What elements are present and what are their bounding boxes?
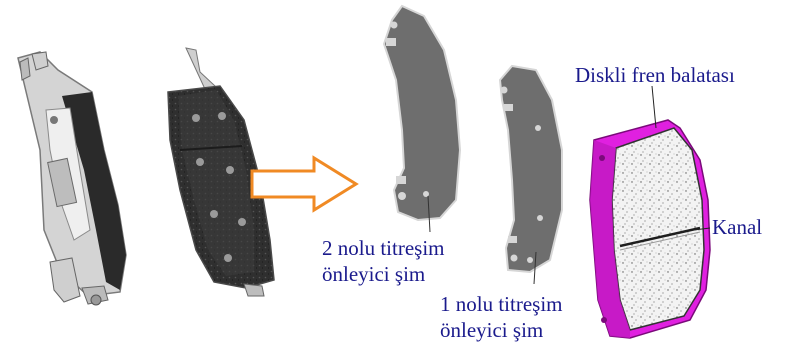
right-arrow-icon — [252, 158, 356, 210]
disc-brake-pad — [590, 120, 710, 338]
brake-pad-photo-side — [18, 52, 126, 305]
anti-vibration-shim-1 — [500, 66, 562, 284]
disc-pad-label: Diskli fren balatası — [575, 63, 735, 87]
shim-1-label-line-2: önleyici şim — [440, 318, 543, 342]
channel-label: Kanal — [712, 215, 762, 239]
shim-1-label-line-1: 1 nolu titreşim — [440, 292, 563, 316]
disc-pad-leader — [652, 86, 656, 128]
shim-2-label-line-1: 2 nolu titreşim — [322, 236, 445, 260]
anti-vibration-shim-2 — [384, 6, 460, 232]
shim-2-label-line-2: önleyici şim — [322, 262, 425, 286]
